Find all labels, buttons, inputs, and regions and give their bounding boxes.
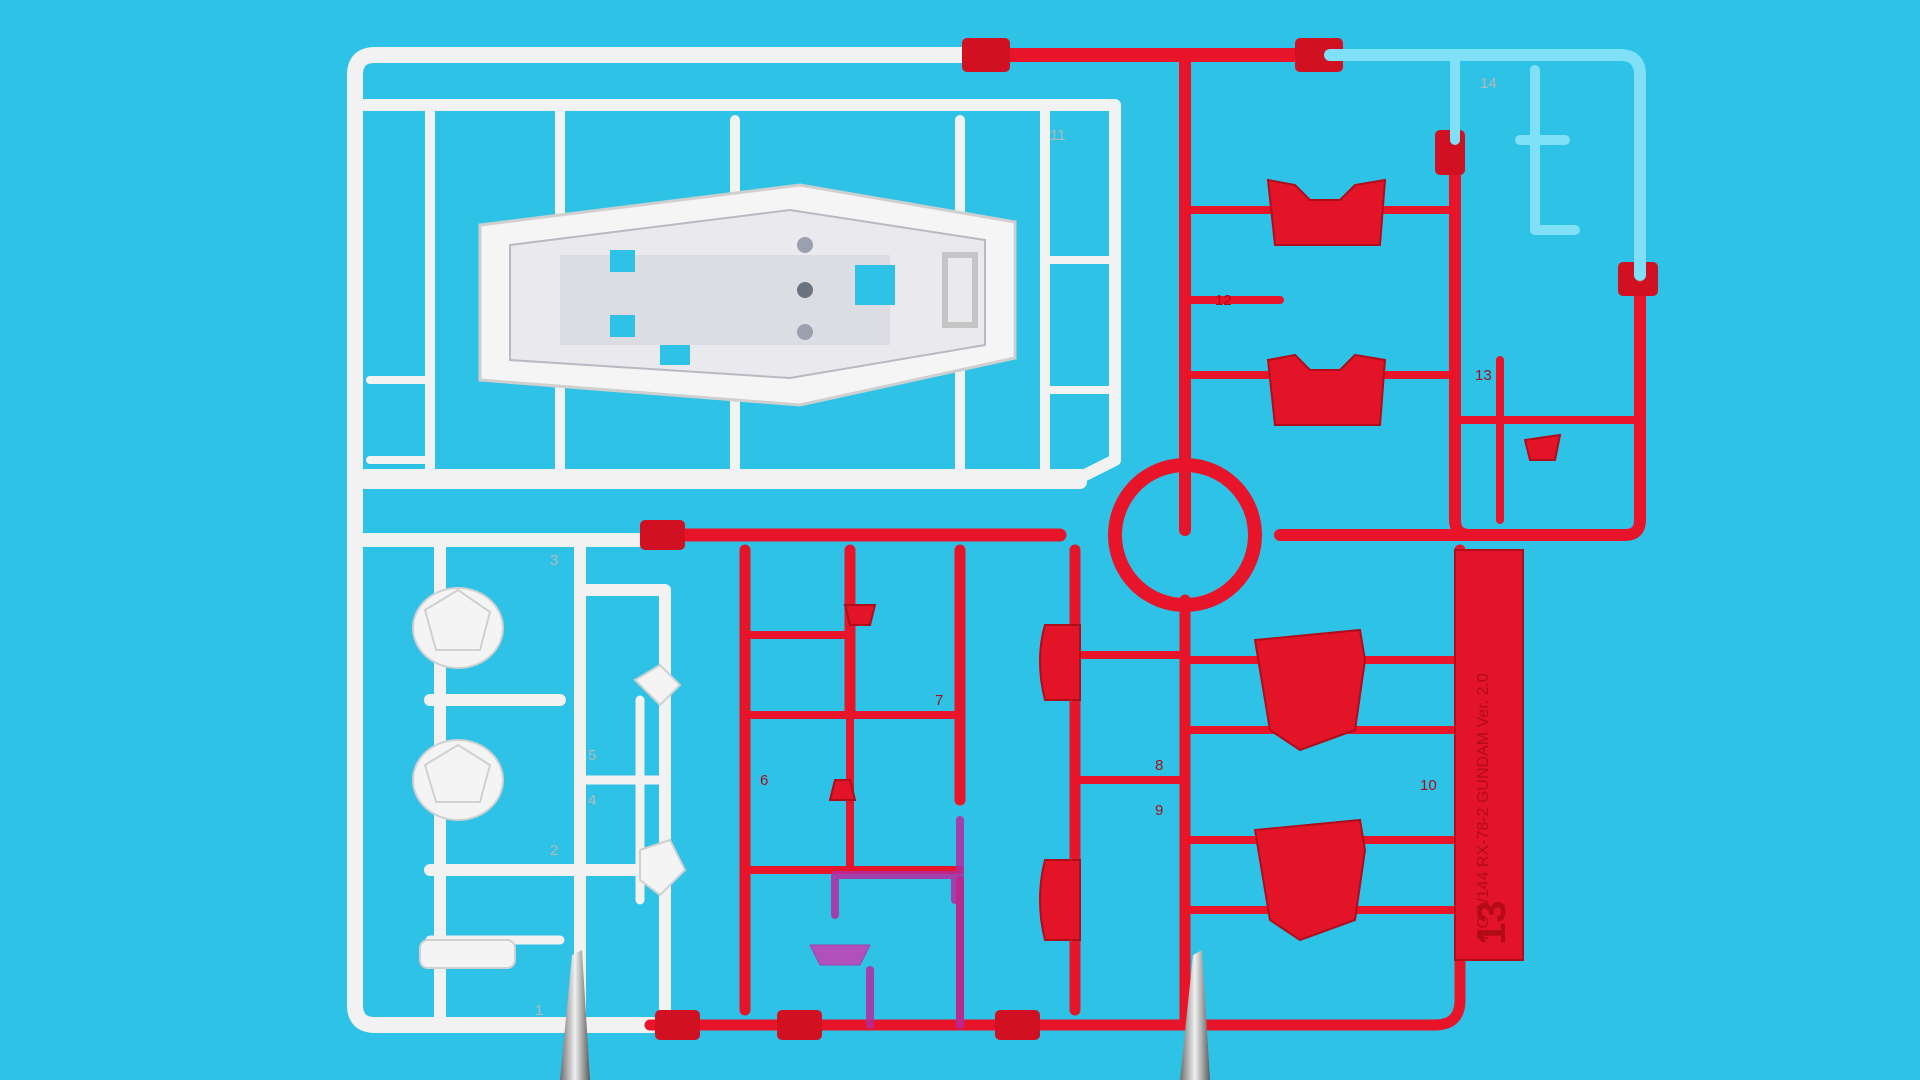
label-white-top: 11 [1050, 127, 1066, 144]
label-head-d: 2 [550, 842, 558, 859]
label-red-8: 8 [1155, 757, 1163, 774]
label-head-a: 3 [550, 552, 558, 569]
label-head-c: 4 [588, 792, 596, 809]
label-red-12: 12 [1215, 292, 1232, 309]
head-parts [412, 587, 687, 969]
engraving-text: RG 1/144 RX-78-2 GUNDAM Ver. 2.0 [1475, 673, 1492, 940]
blue-runner [1324, 49, 1646, 281]
label-red-10: 10 [1420, 777, 1437, 794]
label-head-e: 1 [535, 1002, 543, 1019]
label-red-13: 13 [1475, 367, 1492, 384]
label-red-7: 7 [935, 692, 943, 709]
label-red-9: 9 [1155, 802, 1163, 819]
runner-tag: RG 1/144 RX-78-2 GUNDAM Ver. 2.0 13 [1454, 549, 1524, 961]
cockpit-part [478, 183, 1017, 407]
magenta-runner [809, 816, 964, 1029]
runner-code: 13 [1470, 901, 1514, 946]
red-parts [828, 178, 1562, 942]
red-connectors [640, 38, 1658, 1040]
label-red-6: 6 [760, 772, 768, 789]
pliers-left [560, 950, 590, 1080]
label-blue-14: 14 [1480, 75, 1497, 92]
pliers-right [1180, 950, 1210, 1080]
label-head-b: 5 [588, 747, 596, 764]
